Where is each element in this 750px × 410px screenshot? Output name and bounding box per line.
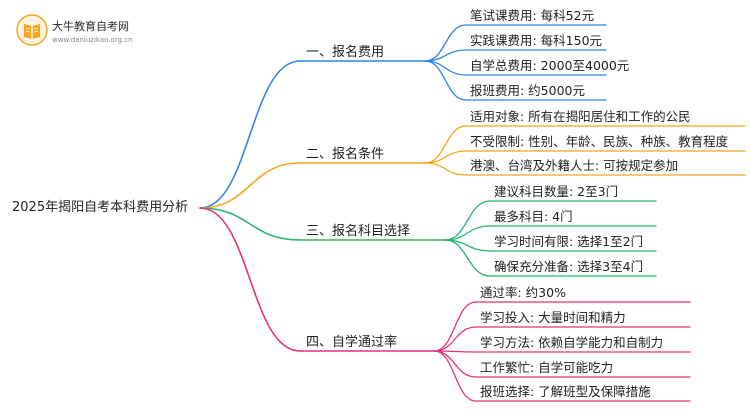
site-logo bbox=[16, 14, 48, 50]
site-url: www.daniuzikao.org.cn bbox=[52, 36, 133, 44]
leaf-connector bbox=[424, 60, 467, 101]
leaf-pass-method: 学习方法: 依赖自学能力和自制力 bbox=[480, 335, 664, 350]
leaf-fees-class: 报班费用: 约5000元 bbox=[470, 83, 585, 98]
leaf-connector bbox=[444, 225, 491, 241]
leaf-connector bbox=[424, 60, 467, 76]
leaf-subj-prepared: 确保充分准备: 选择3至4门 bbox=[494, 259, 644, 274]
leaf-pass-busy: 工作繁忙: 自学可能吃力 bbox=[480, 360, 614, 375]
leaf-fees-practice: 实践课费用: 每科150元 bbox=[470, 33, 603, 48]
leaf-connector bbox=[444, 200, 491, 241]
leaf-cond-target: 适用对象: 所有在揭阳居住和工作的公民 bbox=[470, 109, 691, 124]
leaf-subj-limited-time: 学习时间有限: 选择1至2门 bbox=[494, 234, 644, 249]
site-name: 大牛教育自考网 bbox=[52, 20, 129, 33]
branch-connector bbox=[199, 207, 301, 241]
leaf-subj-max: 最多科目: 4门 bbox=[494, 209, 573, 224]
leaf-pass-rate: 通过率: 约30% bbox=[480, 285, 566, 300]
branch-connector bbox=[199, 162, 301, 209]
leaf-pass-effort: 学习投入: 大量时间和精力 bbox=[480, 310, 626, 325]
branch-connector bbox=[199, 207, 301, 352]
branch-registration-conditions: 二、报名条件 bbox=[306, 147, 385, 162]
leaf-connector bbox=[424, 162, 467, 176]
book-icon bbox=[16, 14, 48, 46]
leaf-cond-overseas: 港澳、台湾及外籍人士: 可按规定参加 bbox=[470, 158, 679, 173]
leaf-connector bbox=[424, 24, 467, 62]
leaf-connector bbox=[424, 125, 467, 164]
leaf-fees-written: 笔试课费用: 每科52元 bbox=[470, 8, 595, 23]
leaf-connector bbox=[433, 326, 477, 352]
leaf-connector bbox=[433, 350, 477, 402]
leaf-connector bbox=[433, 350, 477, 378]
leaf-pass-class: 报班选择: 了解班型及保障措施 bbox=[480, 384, 651, 399]
root-topic: 2025年揭阳自考本科费用分析 bbox=[12, 200, 189, 215]
branch-connector bbox=[199, 60, 301, 209]
branch-pass-rate: 四、自学通过率 bbox=[306, 335, 398, 350]
leaf-cond-unrestricted: 不受限制: 性别、年龄、民族、种族、教育程度 bbox=[470, 134, 729, 149]
leaf-fees-self-study: 自学总费用: 2000至4000元 bbox=[470, 58, 630, 73]
branch-subject-selection: 三、报名科目选择 bbox=[306, 224, 411, 239]
leaf-subj-suggested: 建议科目数量: 2至3门 bbox=[494, 184, 619, 199]
leaf-connector bbox=[433, 301, 477, 352]
branch-registration-fees: 一、报名费用 bbox=[306, 45, 385, 60]
leaf-connector bbox=[444, 239, 491, 277]
